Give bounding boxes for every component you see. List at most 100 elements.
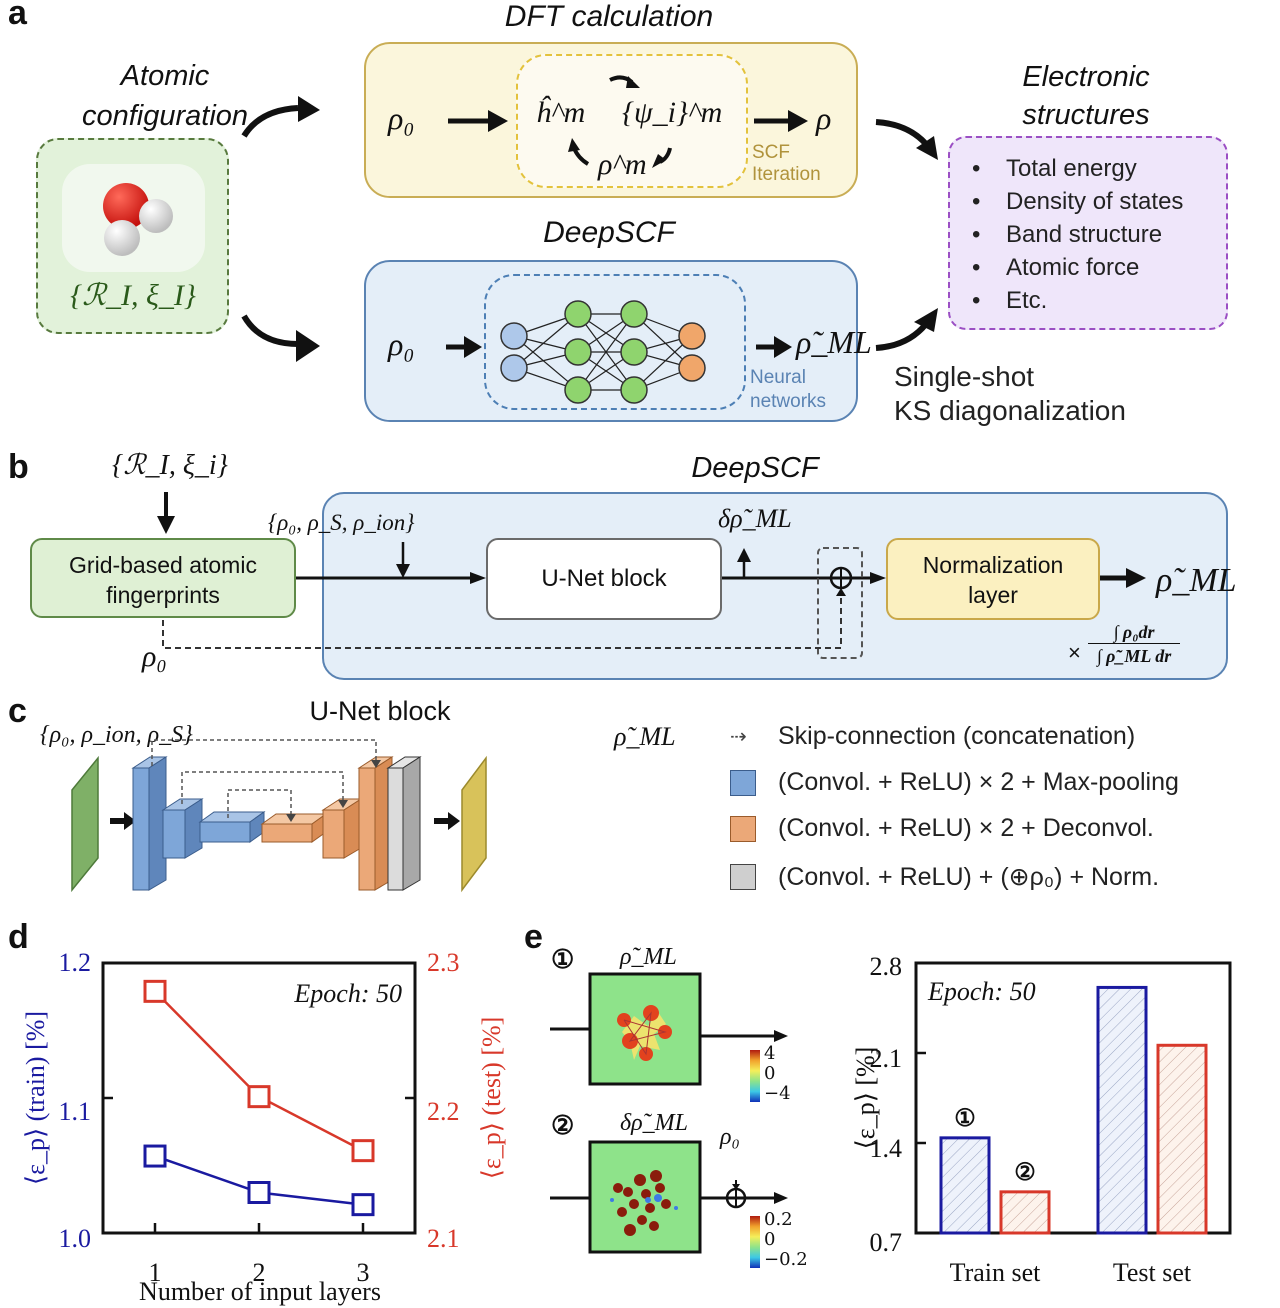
dft-rho: ρ bbox=[816, 100, 832, 136]
negative-regions bbox=[610, 1194, 678, 1210]
y-left-tick-label: 1.2 bbox=[59, 948, 92, 977]
deepscf-rho0: ρ₀ bbox=[388, 326, 415, 362]
fingerprints-box: Grid-based atomic fingerprints bbox=[30, 538, 296, 618]
bar-test-set-2 bbox=[1156, 1043, 1208, 1235]
scf-label: SCF bbox=[752, 142, 790, 163]
colorbar-tick: −4 bbox=[764, 1083, 791, 1104]
factor-numerator: ∫ ρ₀dr bbox=[1088, 622, 1180, 644]
rho0-skip-line bbox=[162, 594, 842, 649]
arrow-down-icon bbox=[371, 760, 381, 768]
delta-rho-map bbox=[550, 1140, 788, 1254]
list-item: Etc. bbox=[950, 284, 1226, 317]
nn-label-line2: networks bbox=[750, 391, 827, 412]
colorbar-1 bbox=[750, 1050, 760, 1102]
arrow-to-dft bbox=[241, 105, 299, 138]
x-tick-label: 1 bbox=[149, 1258, 162, 1287]
colorbar-2 bbox=[750, 1216, 760, 1268]
x-tick-label: Train set bbox=[950, 1258, 1042, 1287]
bar-test-set-1 bbox=[1096, 985, 1148, 1235]
arrow-down-icon bbox=[338, 800, 348, 808]
output-block-gray bbox=[386, 756, 422, 891]
colorbar-tick: −0.2 bbox=[764, 1249, 808, 1270]
scf-iteration-label: SCF Iteration bbox=[752, 142, 821, 186]
arrow-head-icon bbox=[1126, 568, 1146, 588]
y-axis-right-label: ⟨ε_p⟩ (test) [%] bbox=[477, 1017, 506, 1180]
single-shot-line1: Single-shot bbox=[894, 361, 1035, 392]
encoder-block-2 bbox=[161, 798, 204, 859]
data-point-test bbox=[143, 979, 167, 1003]
panel-d-letter: d bbox=[8, 918, 29, 956]
neural-net-box bbox=[484, 274, 746, 410]
list-item: Density of states bbox=[950, 185, 1226, 218]
colorbar-tick: 4 bbox=[764, 1043, 776, 1064]
arrow-down-icon bbox=[286, 814, 296, 822]
cycle-arrows-icon bbox=[568, 75, 672, 168]
arrow-head-icon bbox=[914, 308, 938, 332]
density-star-pattern bbox=[617, 1005, 672, 1061]
arrow-head-icon bbox=[870, 572, 886, 584]
y-right-tick-label: 2.3 bbox=[427, 948, 460, 977]
dft-title: DFT calculation bbox=[504, 0, 714, 33]
decoder-block-2 bbox=[321, 798, 363, 859]
legend-skip-connection: ⇢ Skip-connection (concatenation) bbox=[730, 722, 1135, 751]
list-item: Atomic force bbox=[950, 251, 1226, 284]
y-left-tick-label: 1.1 bbox=[59, 1097, 92, 1126]
nn-node bbox=[564, 338, 592, 366]
unet-block-box: U-Net block bbox=[486, 538, 722, 620]
water-molecule-icon bbox=[103, 183, 173, 256]
nn-edge bbox=[513, 335, 579, 391]
arrow-from-deepscf bbox=[875, 322, 929, 351]
electronic-structures-box: Total energy Density of states Band stru… bbox=[948, 136, 1228, 330]
bar-train-set-2 bbox=[999, 1190, 1051, 1235]
arrow-right-icon bbox=[434, 812, 460, 830]
iteration-label: Iteration bbox=[752, 164, 821, 185]
encoder-block-1 bbox=[131, 756, 168, 891]
times-sign: × bbox=[1068, 640, 1081, 665]
single-shot-line2: KS diagonalization bbox=[894, 395, 1126, 426]
arrow-right-icon bbox=[446, 336, 482, 358]
nn-label-line1: Neural bbox=[750, 367, 806, 388]
nn-node bbox=[620, 300, 648, 328]
item1-label: ρ̃_ML bbox=[620, 944, 677, 970]
decoder-block-3 bbox=[357, 756, 394, 891]
legend-blue-cube: (Convol. + ReLU) × 2 + Max-pooling bbox=[730, 768, 1179, 797]
colorbar-tick: 0 bbox=[764, 1229, 776, 1250]
dft-box: ρ₀ ĥ^m {ψ_i}^m ρ^m ρ SCF Iteration bbox=[364, 42, 858, 198]
x-tick-label: Test set bbox=[1113, 1258, 1192, 1287]
addition-box bbox=[817, 547, 863, 659]
nn-node bbox=[564, 376, 592, 404]
panel-b-letter: b bbox=[8, 448, 29, 486]
unet-output-symbol: ρ̃_ML bbox=[614, 722, 676, 751]
list-item: Total energy bbox=[950, 152, 1226, 185]
unet-inputs-symbol: {ρ₀, ρ_ion, ρ_S} bbox=[40, 722, 193, 748]
arrow-right-icon bbox=[756, 336, 792, 358]
gray-cube-icon bbox=[730, 864, 756, 890]
norm-line2: layer bbox=[968, 582, 1018, 608]
bar-marker: ① bbox=[954, 1106, 976, 1132]
scf-loop-box: ĥ^m {ψ_i}^m ρ^m bbox=[516, 54, 748, 188]
y-right-tick-label: 2.1 bbox=[427, 1224, 460, 1253]
electronic-structures-title: Electronic structures bbox=[946, 58, 1226, 134]
colorbar-2-ticks: 0.2 0 −0.2 bbox=[764, 1210, 808, 1270]
nn-node bbox=[678, 322, 706, 350]
hydrogen-atom bbox=[139, 199, 173, 233]
x-tick-label: 2 bbox=[253, 1258, 266, 1287]
atomic-title-line2: configuration bbox=[81, 100, 249, 132]
arrow-right-icon bbox=[448, 110, 508, 132]
y-left-tick-label: 1.0 bbox=[59, 1224, 92, 1253]
nn-node bbox=[564, 300, 592, 328]
merge-arrows bbox=[875, 119, 938, 351]
deepscf-b-title: DeepSCF bbox=[691, 452, 819, 484]
colorbar-1-ticks: 4 0 −4 bbox=[764, 1044, 791, 1104]
delta-density-pattern bbox=[613, 1170, 671, 1236]
arrow-from-dft bbox=[875, 119, 929, 147]
epoch-annotation: Epoch: 50 bbox=[293, 979, 402, 1008]
extra-inputs-symbol: {ρ₀, ρ_S, ρ_ion} bbox=[268, 510, 415, 535]
blue-cube-icon bbox=[730, 769, 756, 796]
epoch-annotation: Epoch: 50 bbox=[927, 977, 1036, 1006]
bar-marker: ② bbox=[1014, 1160, 1036, 1186]
fingerprint-input-symbol: {ℛ_I, ξ_i} bbox=[112, 450, 228, 481]
deepscf-title: DeepSCF bbox=[543, 216, 675, 249]
single-shot-label: Single-shot KS diagonalization bbox=[894, 360, 1126, 428]
